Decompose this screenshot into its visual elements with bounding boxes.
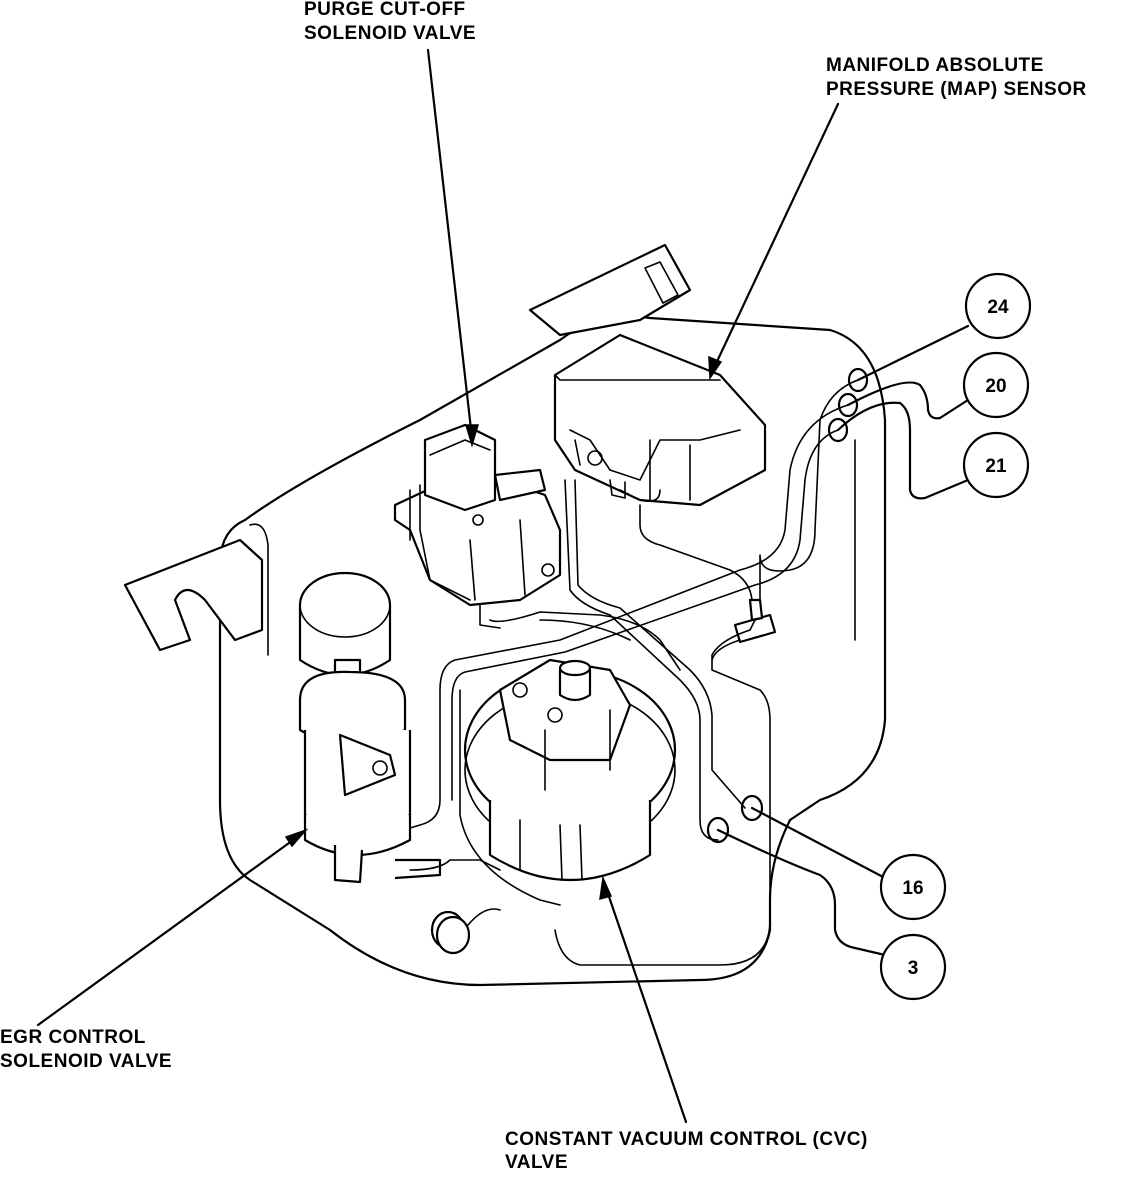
map-sensor xyxy=(553,333,767,507)
callout-24-label: 24 xyxy=(987,297,1009,318)
map-sensor-label-line1: MANIFOLD ABSOLUTE xyxy=(826,55,1044,76)
cvc-valve xyxy=(463,658,677,882)
egr-valve-label-line1: EGR CONTROL xyxy=(0,1027,146,1048)
callout-3-label: 3 xyxy=(908,958,919,979)
egr-pointer xyxy=(36,833,302,1027)
map-sensor-label-line2: PRESSURE (MAP) SENSOR xyxy=(826,79,1087,100)
callout-21: 21 xyxy=(962,431,1030,499)
cvc-valve-label-line2: VALVE xyxy=(505,1152,569,1173)
leader-21 xyxy=(836,401,970,500)
leader-16 xyxy=(750,806,887,880)
cvc-valve-label-line1: CONSTANT VACUUM CONTROL (CVC) xyxy=(505,1129,868,1150)
egr-valve-label-line2: SOLENOID VALVE xyxy=(0,1051,173,1072)
leader-3 xyxy=(716,828,887,957)
purge-valve-label-line2: SOLENOID VALVE xyxy=(304,23,477,44)
leader-24 xyxy=(856,324,970,382)
map-pointer xyxy=(711,102,840,372)
purge-solenoid-valve xyxy=(393,423,562,629)
purge-pointer xyxy=(426,48,474,440)
bracket-top-tab xyxy=(528,243,692,337)
callout-21-label: 21 xyxy=(985,456,1007,477)
bracket-knob xyxy=(430,908,501,955)
leader-20 xyxy=(846,381,970,420)
callout-24: 24 xyxy=(964,272,1032,340)
bracket-left-hook xyxy=(123,538,264,652)
egr-solenoid-valve xyxy=(298,571,442,884)
purge-valve-label-line1: PURGE CUT-OFF xyxy=(304,0,466,20)
callout-20-label: 20 xyxy=(985,376,1006,397)
hose xyxy=(409,404,849,829)
cvc-pointer xyxy=(603,883,688,1124)
callout-16-label: 16 xyxy=(902,878,923,899)
callout-3: 3 xyxy=(879,933,947,1001)
callout-16: 16 xyxy=(879,853,947,921)
callout-20: 20 xyxy=(962,351,1030,419)
